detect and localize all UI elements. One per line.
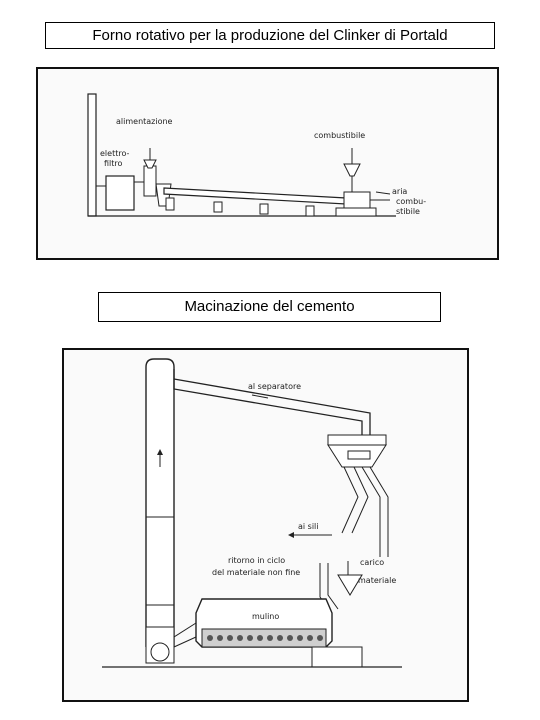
label-silos: ai sili — [298, 522, 319, 531]
grinding-figure-title: Macinazione del cemento — [98, 292, 441, 322]
label-mill: mulino — [252, 612, 279, 621]
label-separator: al separatore — [248, 382, 301, 391]
label-filter-line2: filtro — [104, 159, 123, 168]
kiln-figure-title: Forno rotativo per la produzione del Cli… — [45, 22, 495, 49]
label-load-line1: carico — [360, 558, 384, 567]
rotary-kiln-diagram: alimentazione elettro- filtro combustibi… — [36, 67, 499, 260]
label-fuel: combustibile — [314, 131, 365, 140]
label-air-line1: aria — [392, 187, 407, 196]
label-feed: alimentazione — [116, 117, 173, 126]
label-return-line1: ritorno in ciclo — [228, 556, 285, 565]
label-return-line2: del materiale non fine — [212, 568, 300, 577]
cement-grinding-diagram: al separatore ai sili ritorno in ciclo d… — [62, 348, 469, 702]
label-filter-line1: elettro- — [100, 149, 129, 158]
label-air-line3: stibile — [396, 207, 420, 216]
label-load-line2: materiale — [358, 576, 396, 585]
label-air-line2: combu- — [396, 197, 426, 206]
